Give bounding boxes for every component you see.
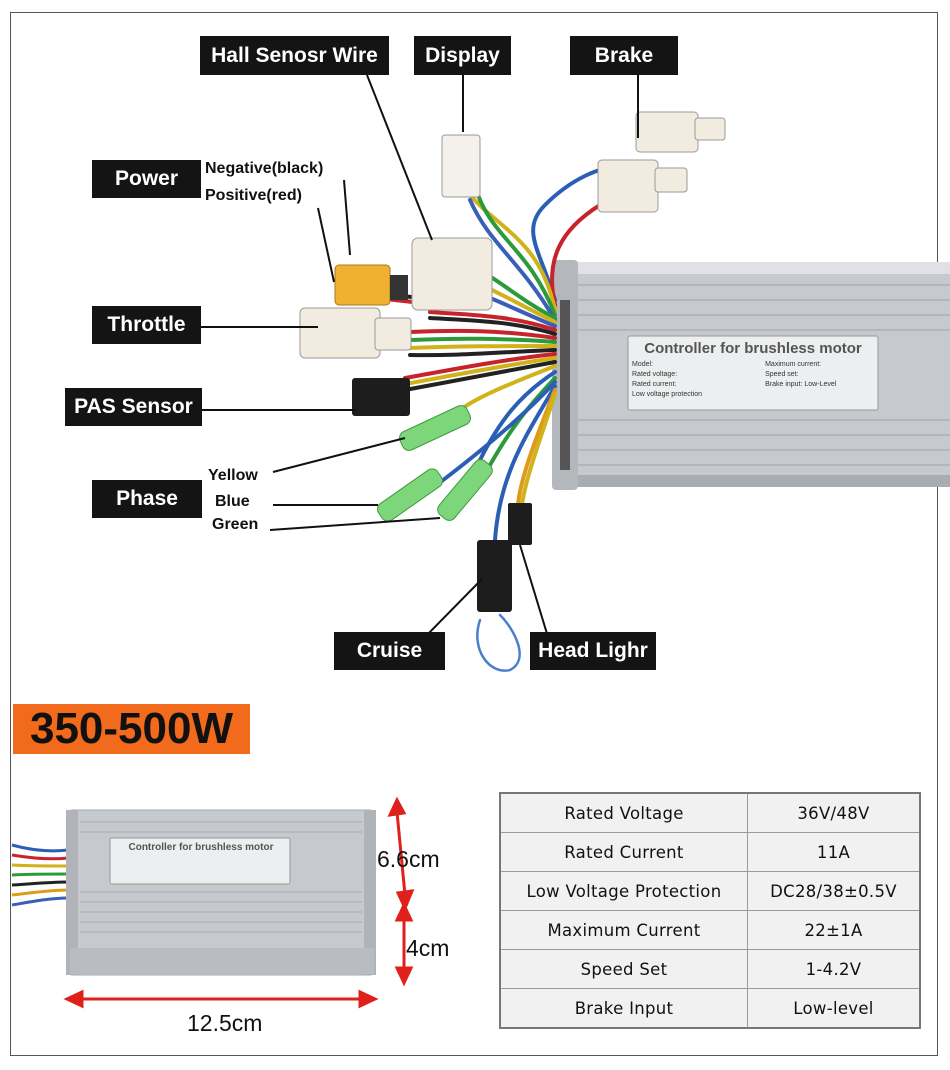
spec-value: 11A xyxy=(747,832,921,872)
width-dimension: 12.5cm xyxy=(187,1010,263,1036)
positive-wire-label: Positive(red) xyxy=(205,187,302,204)
blue-phase-label: Blue xyxy=(215,493,250,510)
depth-dimension: 4cm xyxy=(406,935,450,961)
spec-name: Rated Voltage xyxy=(499,792,748,833)
spec-value: 1-4.2V xyxy=(747,949,921,989)
spec-value: DC28/38±0.5V xyxy=(747,871,921,911)
leader-lines xyxy=(200,74,639,638)
display-callout: Display xyxy=(414,36,511,75)
throttle-callout: Throttle xyxy=(92,306,201,344)
table-row: Rated Voltage 36V/48V xyxy=(499,792,921,833)
sticker-speed-set: Speed set: xyxy=(765,371,799,378)
green-phase-label: Green xyxy=(212,516,259,533)
phase-callout: Phase xyxy=(92,480,202,518)
power-callout: Power xyxy=(92,160,201,198)
table-row: Rated Current 11A xyxy=(499,832,921,872)
spec-name: Speed Set xyxy=(499,949,748,989)
table-row: Low Voltage Protection DC28/38±0.5V xyxy=(499,871,921,911)
wiring-diagram xyxy=(200,74,950,672)
table-row: Brake Input Low-level xyxy=(499,988,921,1029)
spec-value: Low-level xyxy=(747,988,921,1029)
hall-sensor-callout: Hall Senosr Wire xyxy=(200,36,389,75)
sticker-rated-voltage: Rated voltage: xyxy=(632,371,678,378)
height-dimension: 6.6cm xyxy=(377,846,440,872)
sticker-brake-input: Brake input: Low-Level xyxy=(765,381,837,388)
controller-sticker: Controller for brushless motor Model: Ma… xyxy=(632,340,874,406)
headlight-callout: Head Lighr xyxy=(530,632,656,670)
image-frame xyxy=(10,12,938,1056)
cruise-callout: Cruise xyxy=(334,632,445,670)
table-row: Speed Set 1-4.2V xyxy=(499,949,921,989)
spec-value: 22±1A xyxy=(747,910,921,950)
spec-name: Low Voltage Protection xyxy=(499,871,748,911)
spec-value: 36V/48V xyxy=(747,792,921,833)
sticker-low-voltage: Low voltage protection xyxy=(632,391,703,398)
connectors xyxy=(299,111,726,612)
small-sticker: Controller for brushless motor xyxy=(113,842,289,882)
sticker-max-current: Maximum current: xyxy=(765,361,822,368)
negative-wire-label: Negative(black) xyxy=(205,160,324,177)
sticker-model: Model: xyxy=(632,361,654,368)
controller-housing xyxy=(552,260,950,490)
table-row: Maximum Current 22±1A xyxy=(499,910,921,950)
small-sticker-title: Controller for brushless motor xyxy=(128,842,274,853)
yellow-phase-label: Yellow xyxy=(208,467,258,484)
pas-sensor-callout: PAS Sensor xyxy=(65,388,202,426)
sticker-title: Controller for brushless motor xyxy=(644,340,862,357)
brake-callout: Brake xyxy=(570,36,678,75)
spec-name: Brake Input xyxy=(499,988,748,1029)
spec-name: Rated Current xyxy=(499,832,748,872)
spec-name: Maximum Current xyxy=(499,910,748,950)
power-rating-banner: 350-500W xyxy=(13,704,250,754)
sticker-rated-current: Rated current: xyxy=(632,381,677,388)
spec-table: Rated Voltage 36V/48V Rated Current 11A … xyxy=(499,792,921,1029)
